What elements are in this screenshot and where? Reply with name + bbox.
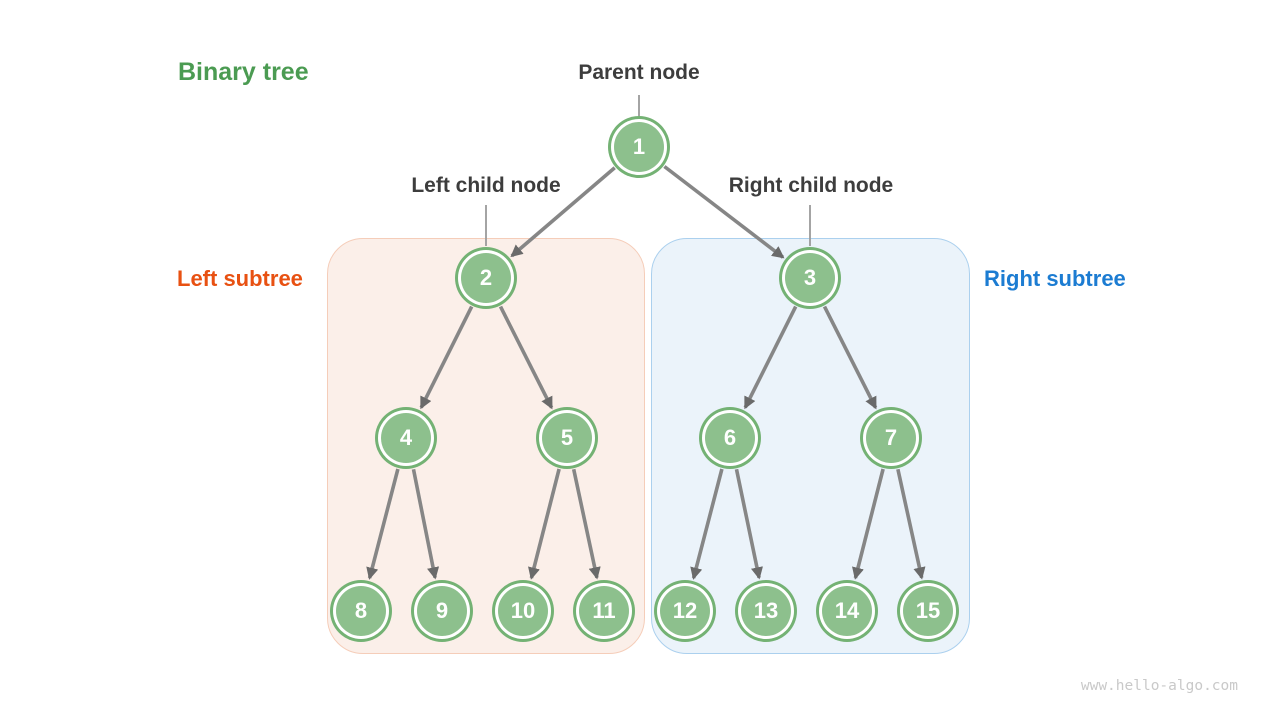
tree-node-2: 2 [461, 253, 511, 303]
node-value: 9 [435, 598, 449, 623]
node-value: 13 [753, 598, 779, 623]
tree-node-14: 14 [822, 586, 872, 636]
tree-node-9: 9 [417, 586, 467, 636]
watermark: www.hello-algo.com [1080, 678, 1238, 694]
node-value: 5 [560, 425, 574, 450]
tree-node-7: 7 [866, 413, 916, 463]
node-value: 2 [479, 265, 493, 290]
right-subtree-box [651, 238, 970, 654]
node-value: 1 [632, 134, 646, 159]
node-value: 10 [510, 598, 536, 623]
edge-1-2 [510, 166, 616, 258]
tree-node-12: 12 [660, 586, 710, 636]
tree-node-4: 4 [381, 413, 431, 463]
tree-node-3: 3 [785, 253, 835, 303]
node-value: 4 [399, 425, 413, 450]
edge-6-12 [690, 468, 724, 580]
node-value: 14 [834, 598, 860, 623]
left-child-node-label: Left child node [411, 174, 561, 197]
right-subtree-label: Right subtree [984, 266, 1126, 291]
left-subtree-box [327, 238, 645, 654]
edge-4-9 [411, 468, 440, 580]
node-value: 6 [723, 425, 737, 450]
edge-2-5 [498, 305, 554, 410]
edge-1-3 [663, 165, 785, 259]
edge-7-15 [896, 468, 926, 580]
node-value: 7 [884, 425, 898, 450]
tree-node-15: 15 [903, 586, 953, 636]
edge-3-7 [822, 305, 878, 410]
edge-5-11 [571, 468, 601, 580]
tree-node-5: 5 [542, 413, 592, 463]
edge-7-14 [852, 468, 885, 580]
edge-4-8 [366, 468, 400, 580]
edge-3-6 [743, 305, 798, 410]
tree-node-11: 11 [579, 586, 629, 636]
node-value: 8 [354, 598, 368, 623]
node-value: 11 [592, 598, 616, 623]
tree-node-8: 8 [336, 586, 386, 636]
edge-2-4 [419, 305, 474, 410]
parent-node-label: Parent node [578, 61, 700, 84]
edge-5-10 [528, 468, 561, 580]
tree-node-6: 6 [705, 413, 755, 463]
left-subtree-label: Left subtree [177, 266, 303, 291]
edge-6-13 [734, 468, 763, 580]
right-child-node-label: Right child node [728, 174, 894, 197]
figure-title: Binary tree [178, 58, 309, 86]
node-value: 12 [672, 598, 698, 623]
tree-node-1: 1 [614, 122, 664, 172]
node-value: 15 [915, 598, 941, 623]
tree-node-10: 10 [498, 586, 548, 636]
tree-node-13: 13 [741, 586, 791, 636]
node-value: 3 [803, 265, 817, 290]
